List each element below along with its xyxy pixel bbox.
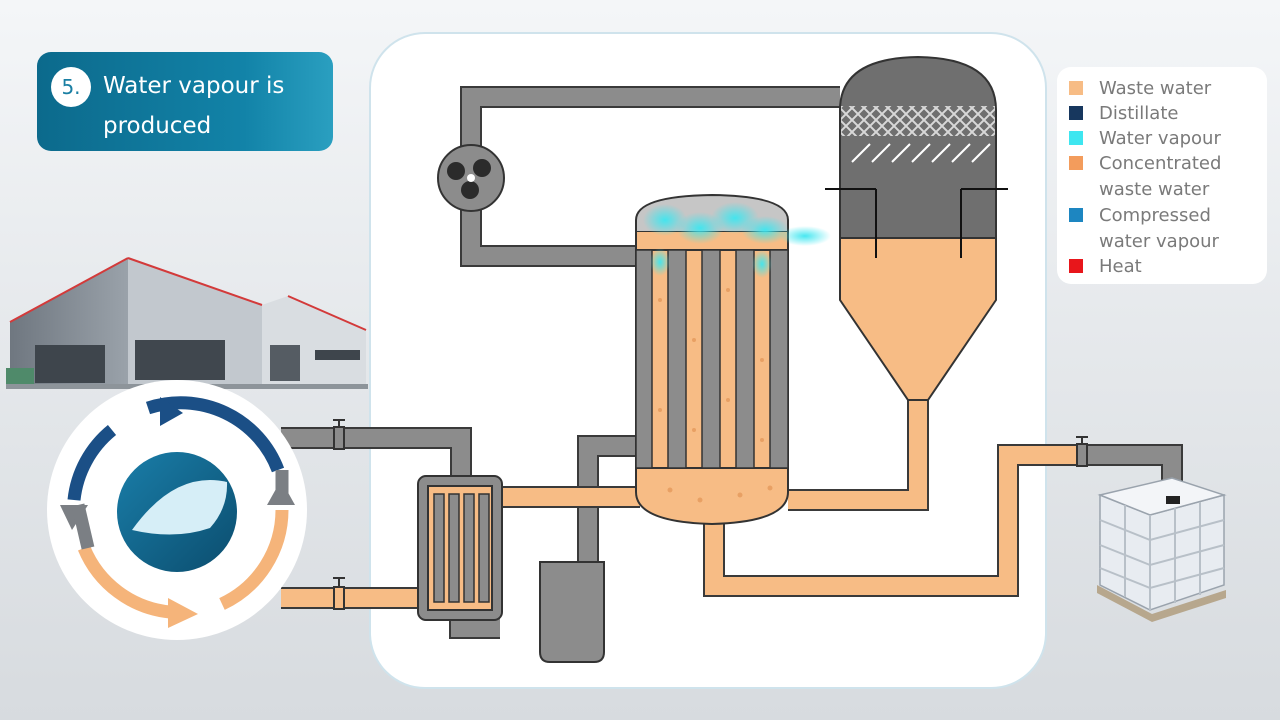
ibc-tank-image [1097,478,1226,622]
factory-building-image [6,258,368,389]
legend-swatch [1069,259,1083,273]
step-title: Water vapour is produced [103,66,323,146]
condensate-collector [540,562,604,662]
legend-swatch [1069,208,1083,222]
legend-swatch [1069,156,1083,170]
circular-cycle-logo [47,380,307,640]
step-card: 5. Water vapour is produced [37,52,333,151]
compressor-fan-icon [438,145,504,211]
legend-label: Compressed water vapour [1099,203,1259,255]
legend-label: Waste water [1099,76,1259,102]
evaporator-column [636,195,788,524]
heat-exchanger [418,476,502,620]
legend-label: Water vapour [1099,126,1259,152]
legend: Waste water Distillate Water vapour Conc… [1057,67,1267,284]
legend-swatch [1069,131,1083,145]
legend-label: Distillate [1099,101,1259,127]
legend-swatch [1069,81,1083,95]
legend-label: Heat [1099,254,1259,280]
legend-swatch [1069,106,1083,120]
legend-label: Concentrated waste water [1099,151,1259,203]
step-number-badge: 5. [51,67,91,107]
